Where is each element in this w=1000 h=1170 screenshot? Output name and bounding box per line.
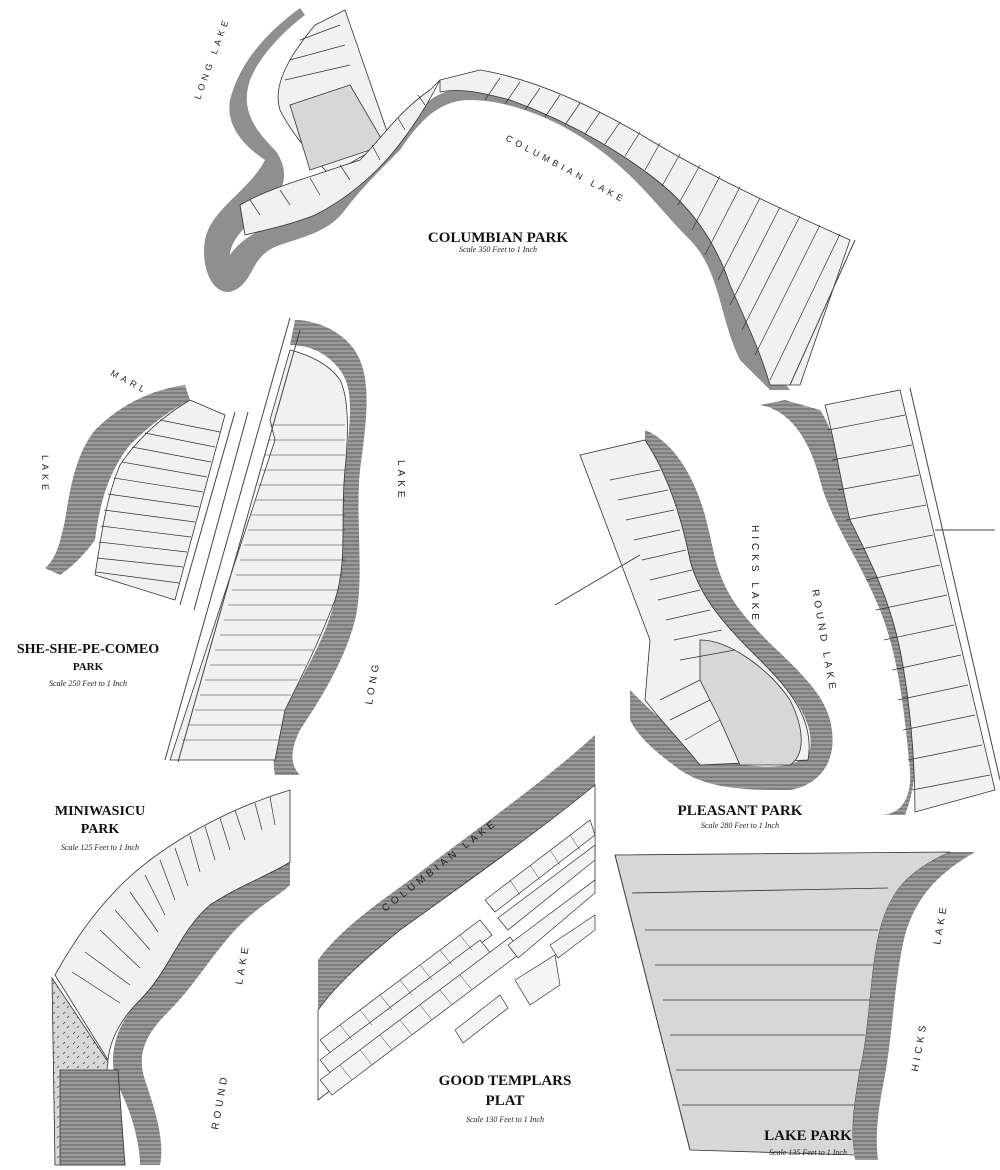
pleasant-park-road — [554, 554, 641, 606]
she-she-lots — [94, 399, 226, 601]
good-templars-plat: COLUMBIAN LAKE GOOD TEMPLARS PLAT Scale … — [317, 735, 596, 1124]
long-lake-label-top: LONG LAKE — [192, 15, 231, 100]
columbian-park-lot-lines — [249, 24, 841, 381]
she-she-lot-lines — [95, 419, 221, 584]
round-lake-miniwasicu-shore — [112, 860, 290, 1165]
long-lake-label-mid-b: LONG — [364, 660, 383, 706]
hicks-lake-east-lots — [824, 389, 996, 813]
pleasant-park-title: PLEASANT PARK — [678, 803, 803, 819]
long-lake-lot-lines — [182, 424, 345, 741]
good-templars-title: GOOD TEMPLARS — [439, 1073, 572, 1089]
miniwasicu-title: MINIWASICU — [55, 804, 145, 819]
columbian-park-title: COLUMBIAN PARK — [428, 230, 568, 246]
columbian-park-lots-mid — [239, 79, 441, 236]
long-lake-lots — [169, 349, 348, 761]
miniwasicu-plat: MINIWASICU PARK Scale 125 Feet to 1 Inch… — [51, 789, 291, 1166]
she-she-title: SHE-SHE-PE-COMEO — [17, 642, 159, 657]
long-lake-road-2 — [177, 329, 301, 763]
hicks-lake-east-plat — [760, 387, 1000, 815]
lake-park-lot-lines — [631, 887, 889, 1106]
columbian-park-scale: Scale 350 Feet to 1 Inch — [459, 245, 537, 254]
long-lake-shore — [273, 320, 367, 775]
columbian-lake-good-templars-shore — [318, 735, 595, 1010]
good-templars-lot-lines — [339, 834, 581, 1081]
columbian-lake-shore — [204, 8, 790, 390]
hicks-lake-east-lot-lines — [827, 414, 991, 791]
pleasant-park-plat: PLEASANT PARK Scale 280 Feet to 1 Inch H… — [554, 430, 838, 830]
long-lake-label-mid-a: LAKE — [395, 460, 406, 502]
miniwasicu-scale: Scale 125 Feet to 1 Inch — [61, 843, 139, 852]
round-lake-label-pleasant: ROUND LAKE — [809, 589, 838, 694]
columbian-park-road — [789, 239, 856, 386]
good-templars-subtitle: PLAT — [486, 1093, 525, 1109]
she-she-road — [179, 411, 236, 606]
she-she-scale: Scale 250 Feet to 1 Inch — [49, 679, 127, 688]
hicks-lake-east-shore — [760, 400, 917, 815]
she-she-subtitle: PARK — [73, 661, 104, 673]
pleasant-park-scale: Scale 280 Feet to 1 Inch — [701, 821, 779, 830]
pleasant-park-lot-lines — [609, 469, 736, 741]
hicks-lake-label-bottom-a: LAKE — [932, 903, 950, 946]
lake-park-scale: Scale 135 Feet to 1 Inch — [769, 1148, 847, 1157]
lake-label-pleasant: HICKS LAKE — [749, 525, 760, 624]
hicks-lake-lake-park-shore — [852, 852, 975, 1160]
columbian-park-lots-east — [439, 69, 851, 386]
lake-park-plat: LAKE HICKS LAKE PARK Scale 135 Feet to 1… — [614, 851, 975, 1160]
she-she-pe-comeo-plat: MARL LAKE SHE-SHE-PE-COMEO PARK Scale 25… — [17, 368, 249, 688]
miniwasicu-lot-lines — [71, 796, 276, 1004]
miniwasicu-lots — [54, 789, 291, 1062]
lake-park-road — [614, 854, 691, 1151]
hicks-lake-east-road — [909, 387, 1000, 781]
she-she-road-2 — [193, 411, 249, 611]
hicks-lake-label-bottom-b: HICKS — [910, 1021, 930, 1073]
long-lake-plat: LAKE LONG — [164, 317, 406, 775]
lake-park-title: LAKE PARK — [764, 1128, 852, 1144]
marl-lake-shore — [45, 385, 190, 575]
round-lake-label-miniwasicu-b: ROUND — [210, 1073, 231, 1131]
marl-lake-label: LAKE — [40, 455, 50, 494]
good-templars-scale: Scale 130 Feet to 1 Inch — [466, 1115, 544, 1124]
columbian-park-plat: COLUMBIAN PARK Scale 350 Feet to 1 Inch … — [192, 8, 856, 390]
long-lake-road — [164, 317, 291, 761]
miniwasicu-subtitle: PARK — [81, 822, 120, 837]
round-lake-label-miniwasicu-a: LAKE — [234, 943, 252, 986]
pleasant-park-block — [699, 639, 802, 766]
good-templars-lots — [319, 819, 596, 1096]
marl-label: MARL — [109, 368, 150, 396]
miniwasicu-lower-lots — [59, 1069, 126, 1166]
